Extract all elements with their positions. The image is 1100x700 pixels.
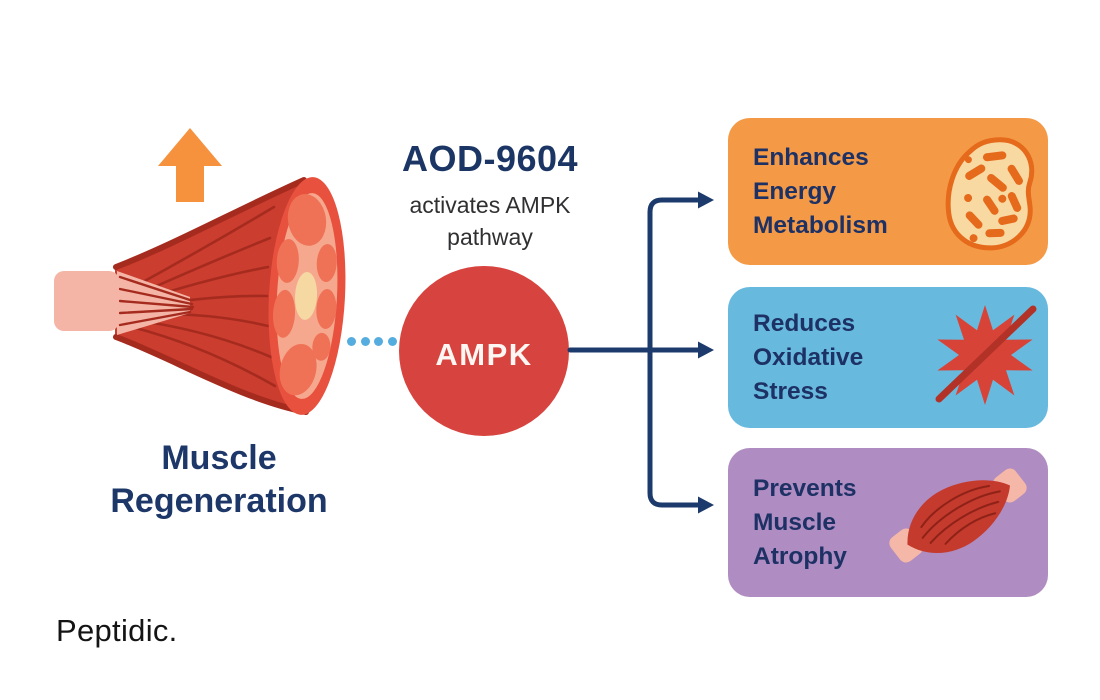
outcome-line: Prevents xyxy=(753,474,857,502)
outcome-box-oxidative-stress: Reduces Oxidative Stress xyxy=(728,287,1048,428)
outcome-line: Metabolism xyxy=(753,211,888,239)
muscle-fiber-icon xyxy=(889,468,1027,563)
dot xyxy=(387,337,397,346)
oxidative-stress-icon xyxy=(935,305,1037,405)
increase-arrow-icon xyxy=(158,128,222,202)
subtitle-line2: pathway xyxy=(447,224,533,250)
outcome-line: Enhances xyxy=(753,143,869,171)
dot xyxy=(347,337,356,346)
peptide-subtitle: activates AMPK pathway xyxy=(375,189,605,253)
muscle-regeneration-label: Muscle Regeneration xyxy=(39,437,399,523)
branch-connector xyxy=(567,191,714,514)
arrowhead-icon xyxy=(698,341,714,359)
mitochondria-icon xyxy=(945,137,1035,251)
outcome-line: Energy xyxy=(753,177,837,205)
outcome-box-muscle-atrophy: Prevents Muscle Atrophy xyxy=(728,448,1048,597)
muscle-regeneration-line1: Muscle xyxy=(161,439,277,477)
outcome-line: Reduces xyxy=(753,309,856,337)
muscle-regeneration-line2: Regeneration xyxy=(110,482,328,520)
outcome-line: Atrophy xyxy=(753,542,847,570)
dot xyxy=(360,337,370,346)
outcome-line: Stress xyxy=(753,377,828,405)
branch-line xyxy=(647,197,701,508)
ampk-node-label: AMPK xyxy=(435,337,533,372)
muscle-illustration xyxy=(54,177,346,415)
heading-block: AOD-9604 activates AMPK pathway xyxy=(375,138,605,253)
outcome-box-energy-metabolism: Enhances Energy Metabolism xyxy=(728,118,1048,265)
dotted-connector xyxy=(347,337,397,346)
arrowhead-icon xyxy=(698,191,714,209)
dot xyxy=(374,337,383,346)
ampk-node: AMPK xyxy=(399,266,569,436)
arrowhead-icon xyxy=(698,496,714,514)
subtitle-line1: activates AMPK xyxy=(409,192,571,218)
outcome-line: Oxidative xyxy=(753,343,864,371)
outcome-line: Muscle xyxy=(753,508,837,536)
brand-logo: Peptidic. xyxy=(56,613,178,648)
peptide-title: AOD-9604 xyxy=(401,138,579,179)
